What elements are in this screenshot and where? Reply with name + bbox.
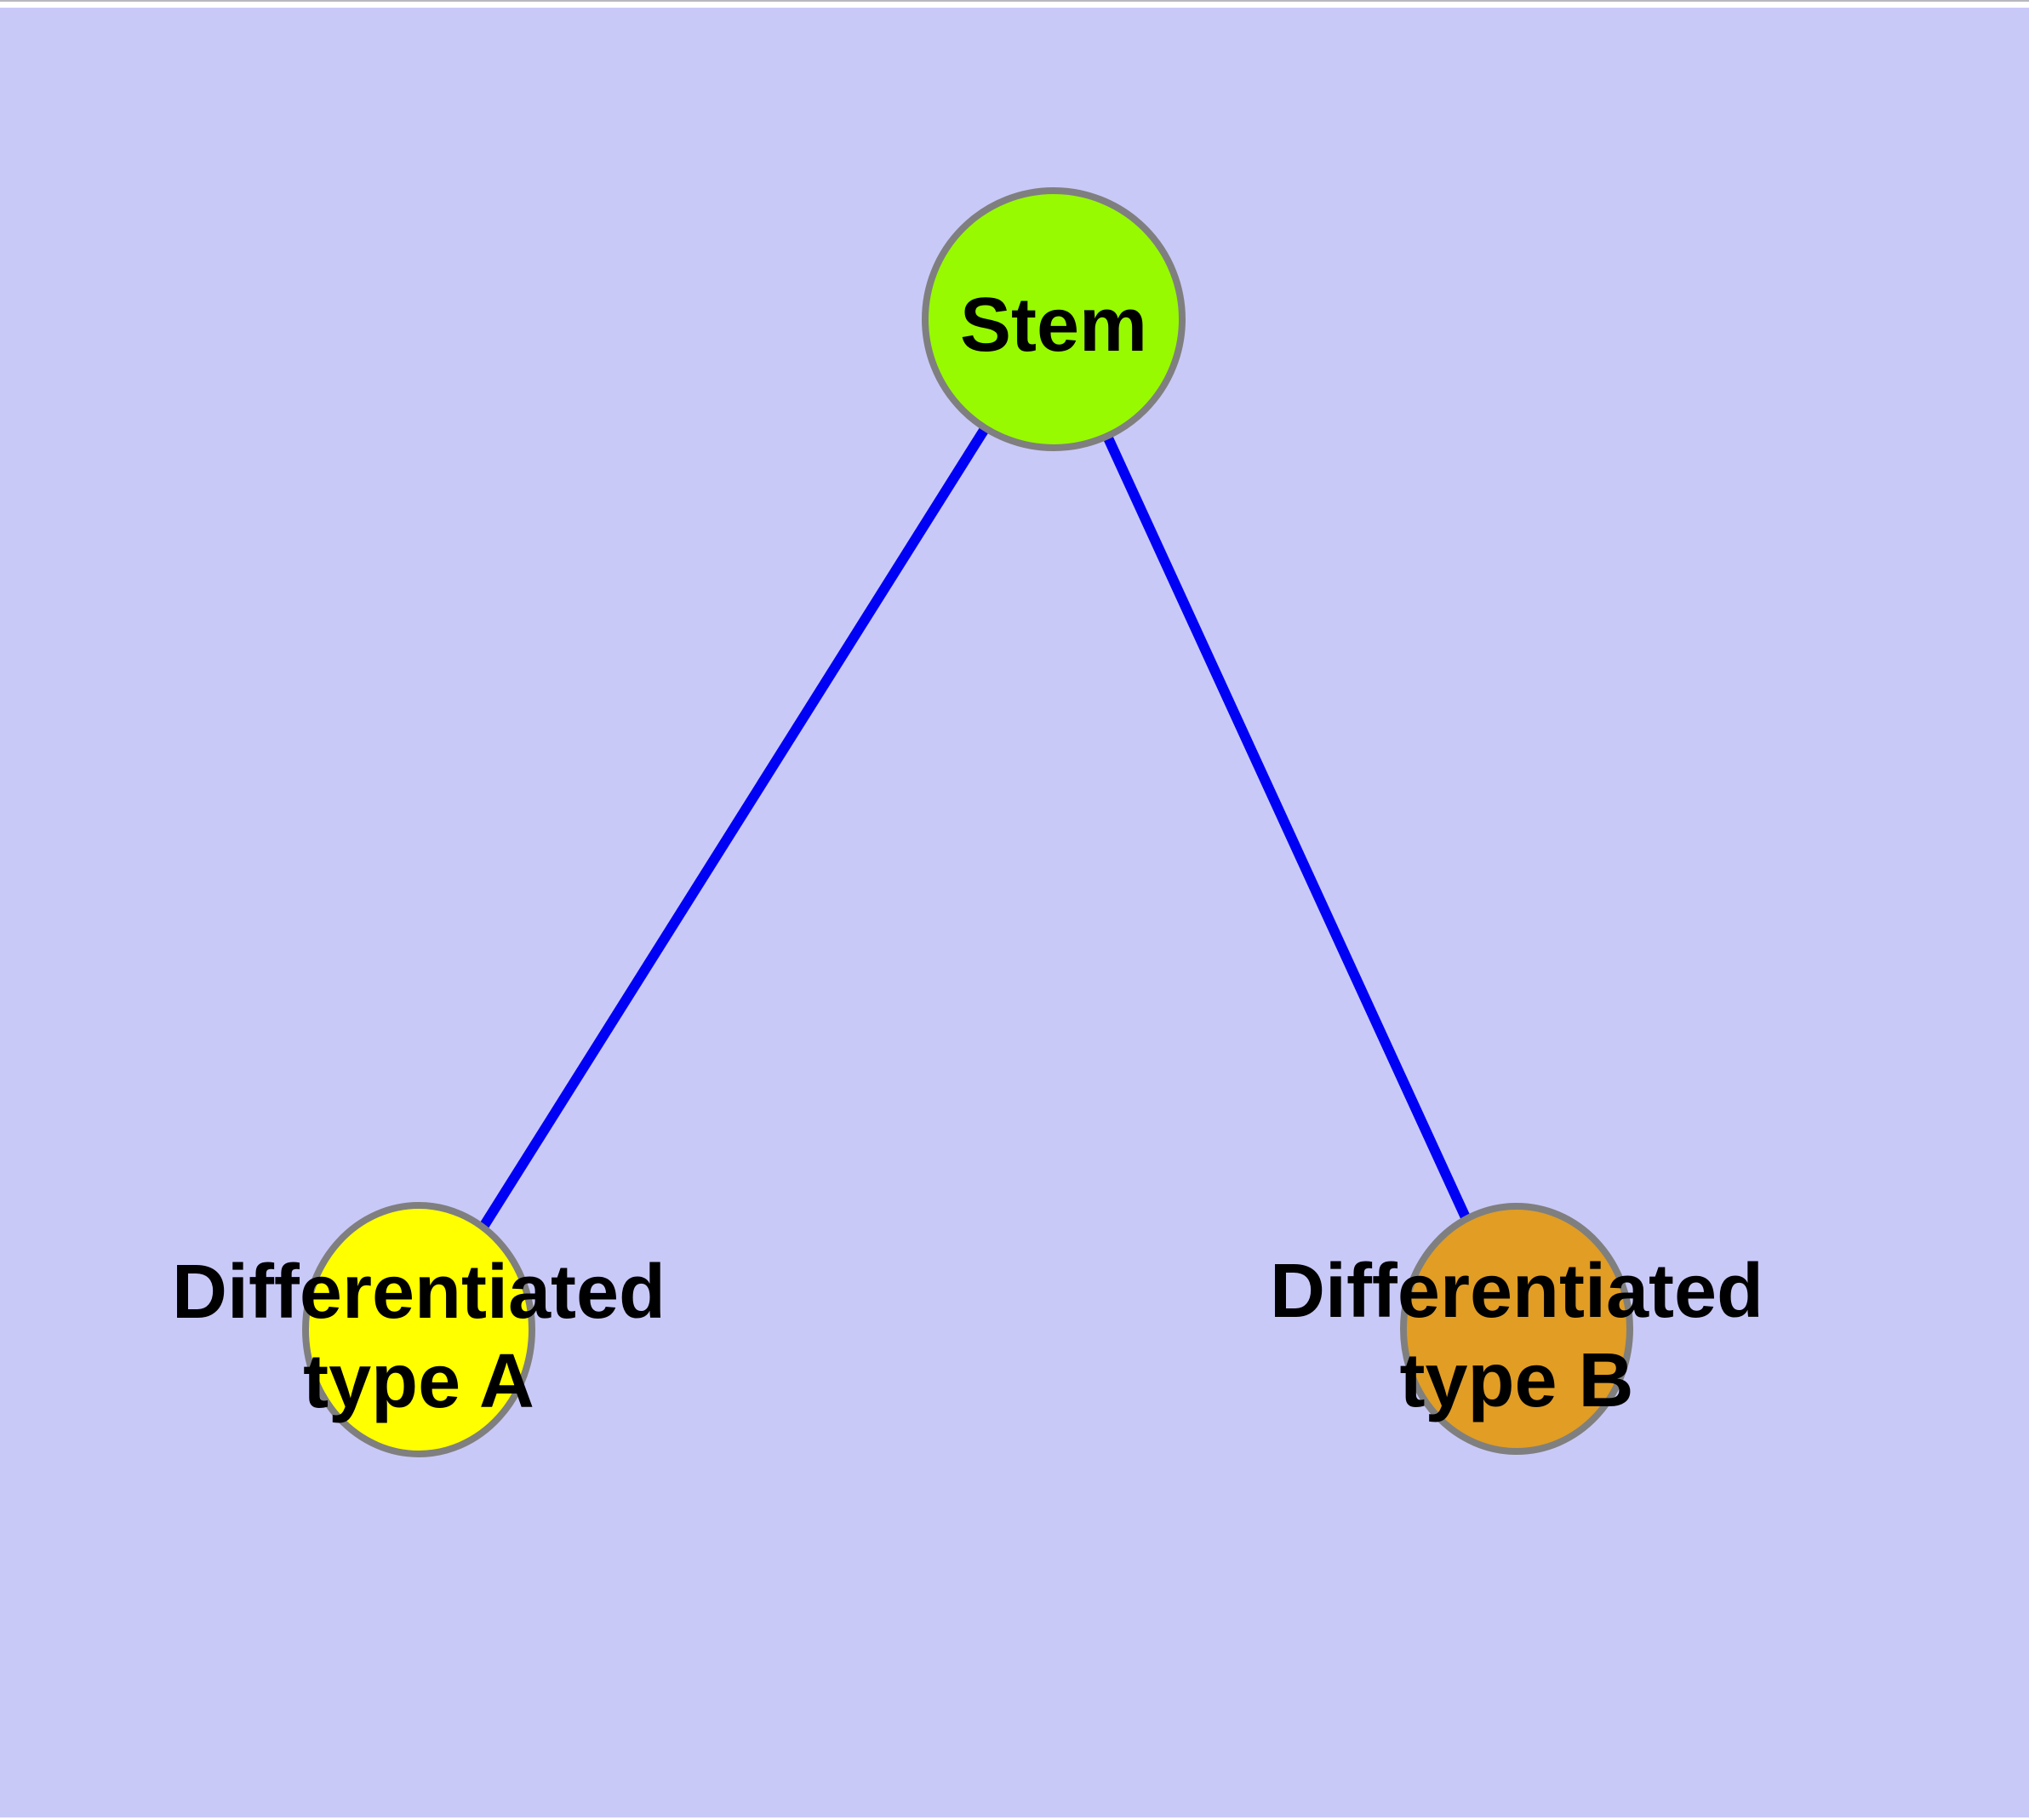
node-label-line: type A xyxy=(303,1339,534,1424)
node-stem xyxy=(922,187,1186,451)
edge-stem-typeA xyxy=(414,316,1059,1333)
node-label-line: Stem xyxy=(960,283,1147,368)
node-label-stem: Stem xyxy=(960,283,1147,368)
node-label-line: type B xyxy=(1399,1338,1633,1423)
node-label-line: Differentiated xyxy=(1270,1249,1763,1334)
node-typeA xyxy=(302,1202,535,1457)
node-label-line: Differentiated xyxy=(172,1250,666,1335)
node-typeB xyxy=(1400,1203,1633,1455)
edge-stem-typeB xyxy=(1049,317,1522,1331)
